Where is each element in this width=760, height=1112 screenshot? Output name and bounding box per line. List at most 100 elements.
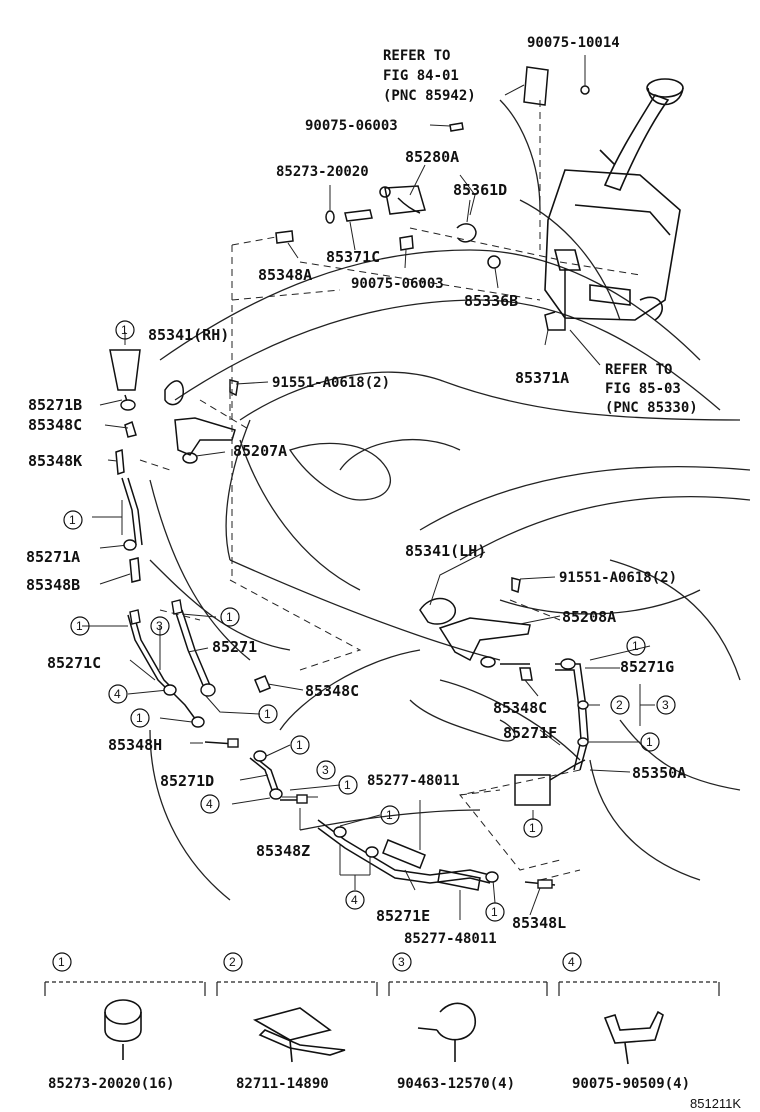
part-label: 90075-06003: [305, 118, 398, 134]
svg-text:3: 3: [398, 955, 405, 969]
part-label: 90075-10014: [527, 35, 620, 51]
svg-text:3: 3: [662, 698, 669, 712]
washer-tank: [544, 78, 684, 321]
callout-circle: 1: [380, 805, 400, 825]
refer-note-2-line2: FIG 85-03: [605, 381, 681, 397]
svg-text:1: 1: [69, 513, 76, 527]
svg-text:4: 4: [114, 687, 121, 701]
part-label: 85277-48011: [404, 931, 497, 947]
part-label: 90075-06003: [351, 276, 444, 292]
legend-part-3: 90463-12570(4): [397, 1076, 515, 1092]
legend-part-4: 90075-90509(4): [572, 1076, 690, 1092]
svg-text:3: 3: [156, 619, 163, 633]
refer-note-1-line2: FIG 84-01: [383, 68, 459, 84]
callout-circle: 1: [485, 902, 505, 922]
svg-text:2: 2: [616, 698, 623, 712]
legend-parts: 85273-20020(16) 82711-14890 90463-12570(…: [48, 1076, 690, 1092]
part-label: 85348A: [258, 266, 312, 284]
svg-text:4: 4: [206, 797, 213, 811]
refer-note-1: REFER TO FIG 84-01 (PNC 85942): [383, 48, 476, 104]
svg-text:1: 1: [264, 707, 271, 721]
part-label: 85271E: [376, 907, 430, 925]
callout-circle: 4: [345, 890, 365, 910]
washer-pump: [275, 66, 590, 269]
part-label: 85271: [212, 638, 257, 656]
svg-text:1: 1: [529, 821, 536, 835]
part-label: 85271B: [28, 396, 82, 414]
svg-text:1: 1: [646, 735, 653, 749]
legend-clip-1: [104, 999, 142, 1060]
svg-text:1: 1: [296, 738, 303, 752]
callout-circle: 1: [63, 510, 83, 530]
leader-lines: [82, 55, 655, 920]
callout-circle: 4: [200, 794, 220, 814]
part-labels: 90075-10014 90075-06003 85280A 85273-200…: [26, 35, 686, 947]
part-label: 85277-48011: [367, 773, 460, 789]
part-label: 85348L: [512, 914, 566, 932]
part-label: 85273-20020: [276, 164, 369, 180]
callout-circle: 1: [258, 704, 278, 724]
svg-text:1: 1: [58, 955, 65, 969]
nozzle-rh: [164, 379, 239, 464]
callout-circle: 4: [108, 684, 128, 704]
callout-circle: 1: [523, 818, 543, 838]
legend-clip-4: [603, 1010, 664, 1065]
svg-text:1: 1: [491, 905, 498, 919]
svg-text:1: 1: [386, 808, 393, 822]
part-label: 85371C: [326, 248, 380, 266]
callout-circle: 1: [290, 735, 310, 755]
refer-note-1-line3: (PNC 85942): [383, 88, 476, 104]
svg-text:4: 4: [351, 893, 358, 907]
part-label: 85348C: [493, 699, 547, 717]
svg-text:1: 1: [226, 610, 233, 624]
part-label: 85348C: [305, 682, 359, 700]
part-label: 85348Z: [256, 842, 310, 860]
part-label: 85341(LH): [405, 542, 486, 560]
callout-circle: 1: [640, 732, 660, 752]
part-label: 85208A: [562, 608, 616, 626]
refer-note-1-line1: REFER TO: [383, 48, 450, 64]
part-label: 91551-A0618(2): [559, 570, 677, 586]
part-label: 85348C: [28, 416, 82, 434]
svg-text:3: 3: [322, 763, 329, 777]
figure-id: 851211K: [690, 1096, 741, 1111]
part-label: 85207A: [233, 442, 287, 460]
callout-circle: 1: [220, 607, 240, 627]
callout-circle: 3: [150, 616, 170, 636]
svg-text:4: 4: [568, 955, 575, 969]
svg-text:1: 1: [344, 778, 351, 792]
callout-circle: 1: [115, 320, 135, 340]
part-label: 85336B: [464, 292, 518, 310]
part-label: 85348H: [108, 736, 162, 754]
svg-text:1: 1: [136, 711, 143, 725]
callout-circle: 3: [656, 695, 676, 715]
part-label: 85371A: [515, 369, 569, 387]
fittings: [120, 399, 589, 889]
part-label: 85280A: [405, 148, 459, 166]
refer-note-2-line3: (PNC 85330): [605, 400, 698, 416]
callout-circle: 2: [610, 695, 630, 715]
vehicle-outline: [149, 99, 751, 901]
part-label: 85348K: [28, 452, 82, 470]
part-label: 85271D: [160, 772, 214, 790]
part-label: 85271F: [503, 724, 557, 742]
part-label: 85348B: [26, 576, 80, 594]
callout-circle: 1: [70, 616, 90, 636]
part-label: 85361D: [453, 181, 507, 199]
part-label: 85271C: [47, 654, 101, 672]
callout-circle: 1: [626, 636, 646, 656]
svg-text:1: 1: [632, 639, 639, 653]
svg-text:2: 2: [229, 955, 236, 969]
refer-note-2-line1: REFER TO: [605, 362, 672, 378]
callout-circle: 1: [130, 708, 150, 728]
part-label: 85271A: [26, 548, 80, 566]
legend-clip-2: [252, 1007, 346, 1063]
part-label: 85341(RH): [148, 326, 229, 344]
callout-circle: 3: [316, 760, 336, 780]
callout-circles: 1 1 1 1 3 4 1 1 1 2 3 1 1 3 1 4 1 1 4 1: [63, 320, 676, 922]
legend-clip-3: [417, 1002, 476, 1062]
callout-circle: 1: [338, 775, 358, 795]
legend-number-4: 4: [562, 952, 582, 972]
part-label: 85350A: [632, 764, 686, 782]
